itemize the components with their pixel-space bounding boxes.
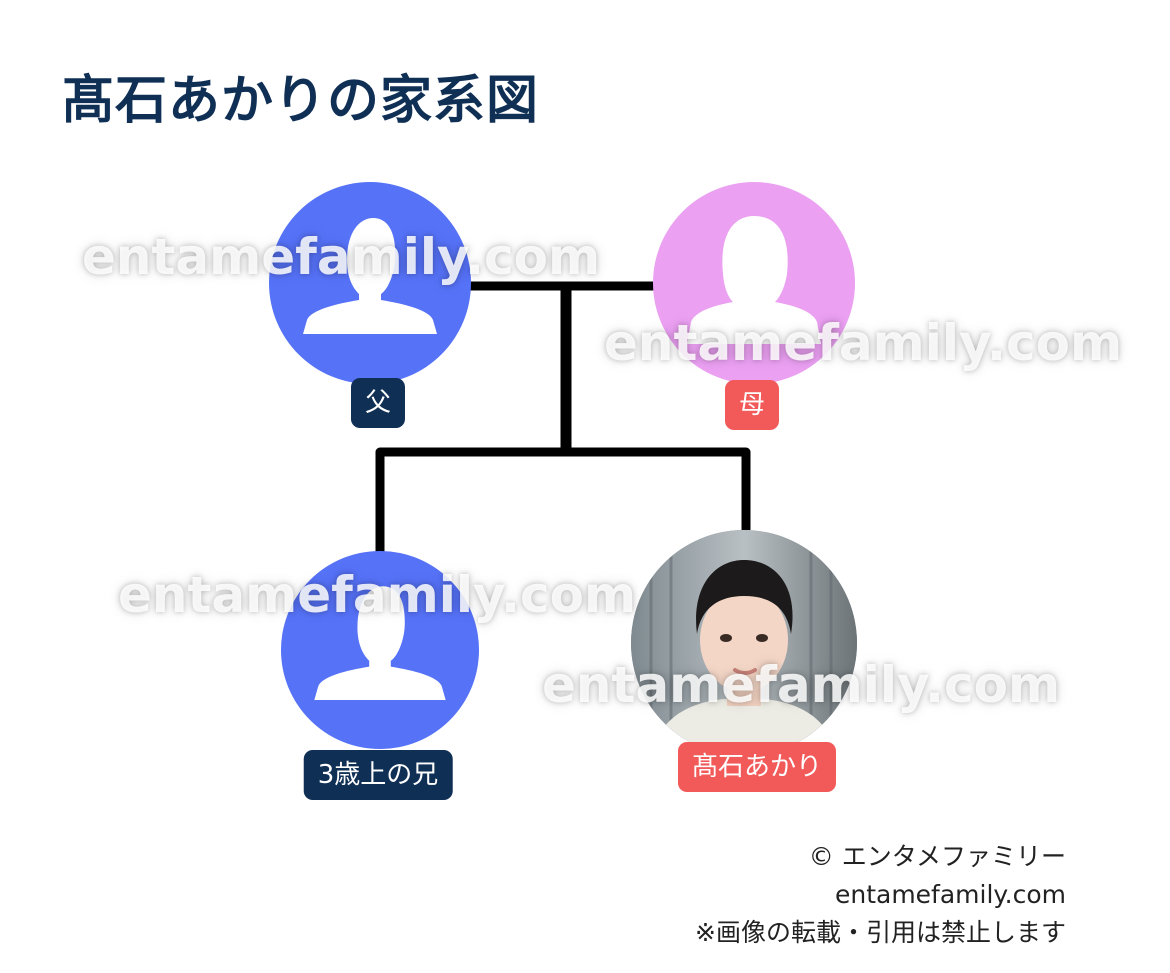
site-text: entamefamily.com	[834, 880, 1066, 909]
brother-label: 3歳上の兄	[303, 750, 453, 800]
portrait-photo	[631, 530, 857, 756]
father-label: 父	[350, 378, 406, 428]
page-title: 髙石あかりの家系図	[62, 71, 540, 131]
mother-avatar	[653, 182, 855, 384]
brother-avatar	[281, 551, 479, 749]
father-avatar	[269, 182, 471, 384]
female-silhouette-icon	[687, 216, 821, 344]
copyright-text: © エンタメファミリー	[808, 842, 1066, 871]
children-bar	[375, 447, 751, 552]
notice-text: ※画像の転載・引用は禁止します	[695, 918, 1066, 947]
male-silhouette-icon	[303, 218, 437, 334]
self-avatar	[631, 530, 857, 756]
self-label: 髙石あかり	[677, 742, 837, 792]
credits: © エンタメファミリー entamefamily.com ※画像の転載・引用は禁…	[695, 838, 1066, 952]
mother-label: 母	[724, 380, 780, 430]
male-silhouette-icon	[314, 586, 446, 700]
